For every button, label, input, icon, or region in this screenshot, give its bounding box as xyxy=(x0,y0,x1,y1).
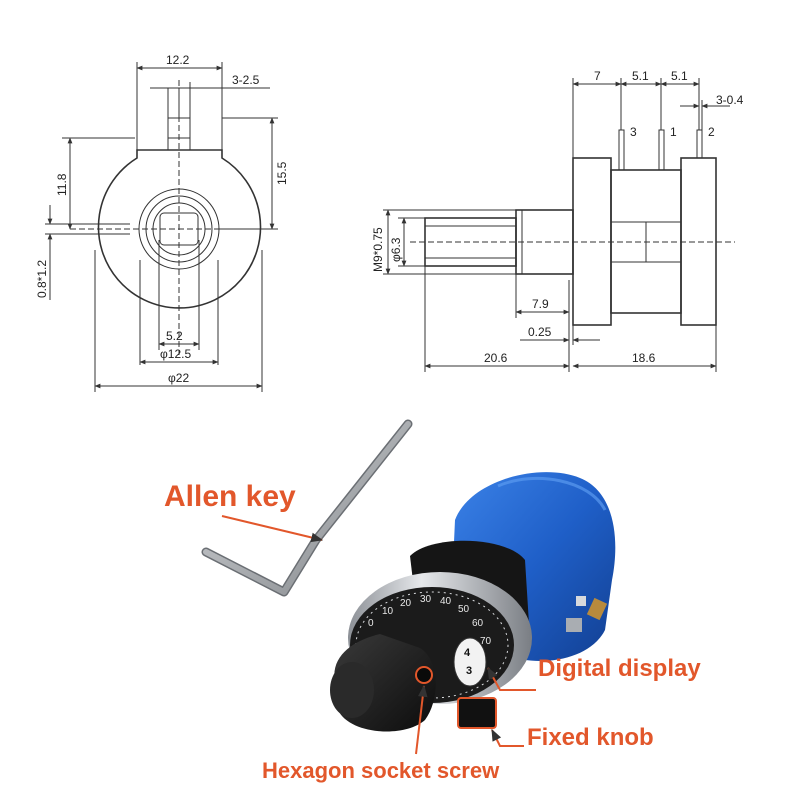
dim-terminal-spacing: 3-2.5 xyxy=(232,73,260,87)
pin-label-1: 1 xyxy=(670,125,677,139)
dim-height-right: 15.5 xyxy=(275,161,289,185)
counter-digit: 3 xyxy=(466,665,472,677)
dim-height-left: 11.8 xyxy=(55,173,69,196)
dim-shaft-len: 20.6 xyxy=(484,351,508,365)
callout-fixed-knob: Fixed knob xyxy=(527,724,654,751)
fixed-knob xyxy=(457,697,497,729)
dial-number: 20 xyxy=(400,598,412,609)
dial-number: 0 xyxy=(368,618,374,629)
dim-top-width: 12.2 xyxy=(166,53,190,67)
callout-digital-display: Digital display xyxy=(538,655,701,682)
dim-terminal-thickness: 0.8*1.2 xyxy=(35,260,49,298)
front-view-drawing xyxy=(45,62,278,392)
front-view-labels: 12.2 3-2.5 11.8 15.5 0.8*1.2 5.2 φ12.5 φ… xyxy=(35,53,289,385)
hex-socket-screw xyxy=(415,666,433,684)
allen-key xyxy=(201,419,413,597)
side-view-drawing xyxy=(383,78,735,372)
dim-shaft-dia: φ6.3 xyxy=(389,237,403,262)
counter-digit: 4 xyxy=(464,647,471,659)
pin-label-2: 2 xyxy=(708,125,715,139)
dial-number: 30 xyxy=(420,594,432,605)
callouts: Allen key Digital display Fixed knob Hex… xyxy=(164,480,701,783)
dial-number: 70 xyxy=(480,636,492,647)
pin-label-3: 3 xyxy=(630,125,637,139)
callout-hex-screw: Hexagon socket screw xyxy=(262,758,500,783)
dim-thread: M9*0.75 xyxy=(371,227,385,272)
dial-number: 60 xyxy=(472,618,484,629)
dial-number: 10 xyxy=(382,606,394,617)
dim-bushing-dia: φ12.5 xyxy=(160,347,191,361)
front-body-outline xyxy=(97,149,262,309)
dim-body-dia: φ22 xyxy=(168,371,189,385)
dim-gap: 0.25 xyxy=(528,325,552,339)
pin-2 xyxy=(696,129,703,159)
side-view-labels: 7 5.1 5.1 3-0.4 3 1 2 M9*0.75 φ6.3 7.9 0… xyxy=(371,69,744,365)
terminal-pin xyxy=(586,597,608,621)
dim-d3: 5.1 xyxy=(671,69,688,83)
callout-allen-key: Allen key xyxy=(164,480,296,513)
pin-1 xyxy=(658,129,665,171)
dim-pin-size: 3-0.4 xyxy=(716,93,744,107)
dim-body-len: 18.6 xyxy=(632,351,656,365)
dim-shaft-flat: 5.2 xyxy=(166,329,183,343)
dim-d1: 7 xyxy=(594,69,601,83)
dial-number: 50 xyxy=(458,604,470,615)
pin-3 xyxy=(618,129,625,171)
dial-number: 40 xyxy=(440,596,452,607)
dim-d2: 5.1 xyxy=(632,69,649,83)
dim-bushing-len: 7.9 xyxy=(532,297,549,311)
potentiometer-photo: 0 10 20 30 40 50 60 70 4 3 xyxy=(330,472,616,732)
counter-window xyxy=(453,637,487,687)
